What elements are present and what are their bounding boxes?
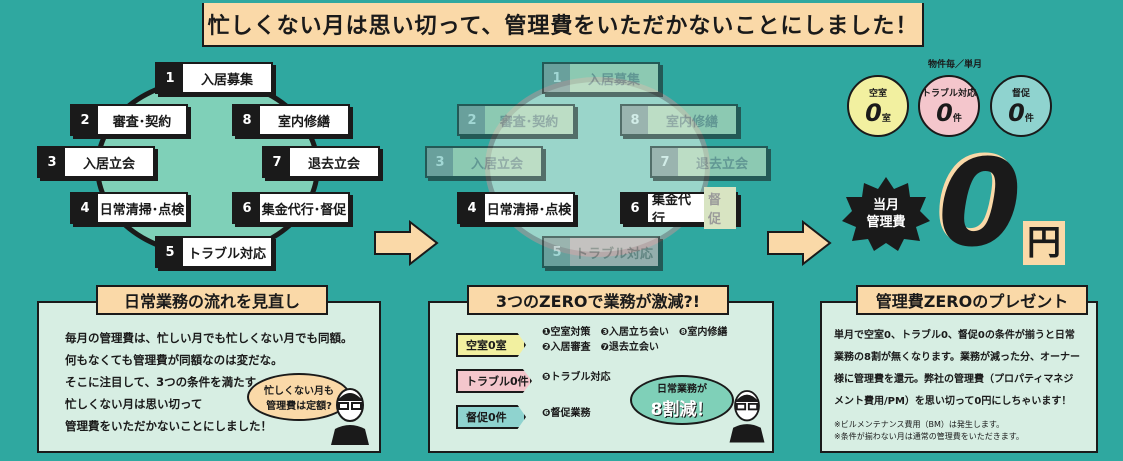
panel2-title: 3つのZEROで業務が激減?! <box>467 285 729 315</box>
panel1-title: 日常業務の流れを見直し <box>96 285 328 315</box>
step-6-dim-part: 督促 <box>704 187 736 229</box>
starburst-icon <box>842 177 930 251</box>
result-bubble: 日常業務が 8割減！ <box>630 375 734 425</box>
zero-header: 物件毎／単月 <box>928 60 983 70</box>
tag-dunning: 督促0件 <box>456 405 526 429</box>
panel1: 毎月の管理費は、忙しい月でも忙しくない月でも同額。 何もなくても管理費が同額なの… <box>37 301 381 453</box>
zero-bubble-vacancy: 空室 0室 <box>847 75 909 137</box>
zero-bubble-trouble: トラブル対応 0件 <box>918 75 980 137</box>
big-zero: 0 <box>938 135 1022 274</box>
panel3: 単月で空室0、トラブル0、督促0の条件が揃うと日常 業務の8割が無くなります。業… <box>820 301 1098 453</box>
arrow-right-icon <box>374 220 439 266</box>
panel3-title: 管理費ZEROのプレゼント <box>856 285 1088 315</box>
zero-bubble-dunning: 督促 0件 <box>990 75 1052 137</box>
fee-label: 当月管理費 <box>866 198 906 230</box>
headline-banner: 忙しくない月は思い切って、管理費をいただかないことにしました！ <box>202 3 924 47</box>
headline-text: 忙しくない月は思い切って、管理費をいただかないことにしました！ <box>207 14 919 39</box>
person-icon <box>331 388 369 445</box>
arrow-right-icon <box>767 220 832 266</box>
yen-label: 円 <box>1023 221 1065 265</box>
person-icon <box>729 390 765 443</box>
tag-trouble: トラブル0件 <box>456 369 532 393</box>
tag-vacancy: 空室0室 <box>456 333 526 357</box>
